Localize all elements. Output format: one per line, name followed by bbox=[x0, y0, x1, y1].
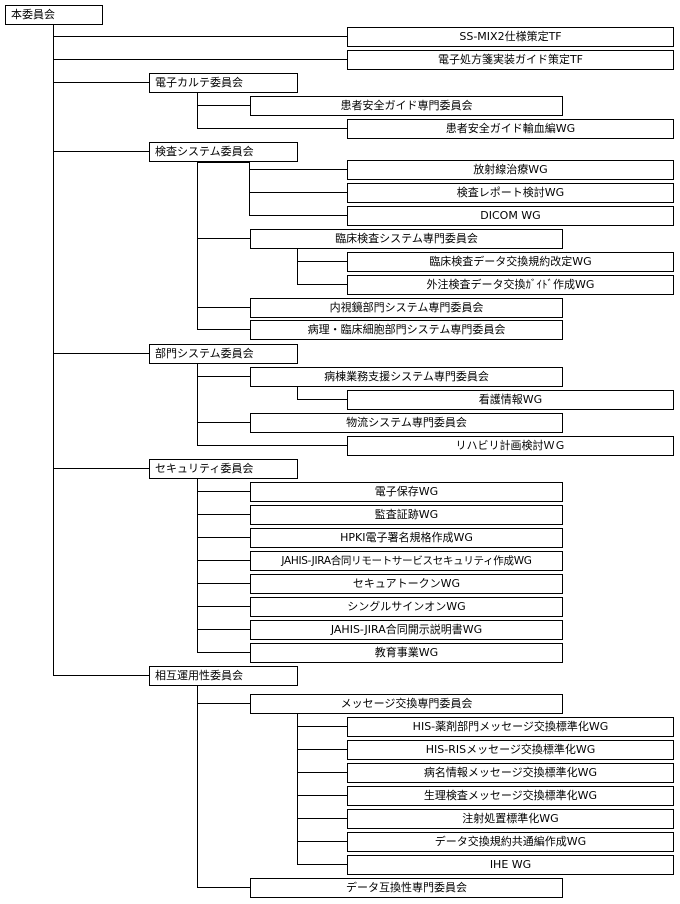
subcommittee-node: 臨床検査システム専門委員会 bbox=[250, 229, 563, 249]
working-group-node: セキュアトークンWG bbox=[250, 574, 563, 594]
working-group-node: シングルサインオンWG bbox=[250, 597, 563, 617]
subcommittee-node: 病理・臨床細胞部門システム専門委員会 bbox=[250, 320, 563, 340]
working-group-node: 看護情報WG bbox=[347, 390, 674, 410]
working-group-node: 注射処置標準化WG bbox=[347, 809, 674, 829]
working-group-node: 放射線治療WG bbox=[347, 160, 674, 180]
working-group-node: 臨床検査データ交換規約改定WG bbox=[347, 252, 674, 272]
working-group-node: 病名情報メッセージ交換標準化WG bbox=[347, 763, 674, 783]
committee-node: 検査システム委員会 bbox=[149, 142, 298, 162]
working-group-node: HPKI電子署名規格作成WG bbox=[250, 528, 563, 548]
working-group-node: HIS-RISメッセージ交換標準化WG bbox=[347, 740, 674, 760]
working-group-node: DICOM WG bbox=[347, 206, 674, 226]
subcommittee-node: 物流システム専門委員会 bbox=[250, 413, 563, 433]
committee-node: 相互運用性委員会 bbox=[149, 666, 298, 686]
working-group-node: JAHIS-JIRA合同開示説明書WG bbox=[250, 620, 563, 640]
subcommittee-node: 病棟業務支援システム専門委員会 bbox=[250, 367, 563, 387]
committee-node: セキュリティ委員会 bbox=[149, 459, 298, 479]
working-group-node: IHE WG bbox=[347, 855, 674, 875]
working-group-node: リハビリ計画検討ＷＧ bbox=[347, 436, 674, 456]
subcommittee-node: データ互換性専門委員会 bbox=[250, 878, 563, 898]
working-group-node: 生理検査メッセージ交換標準化WG bbox=[347, 786, 674, 806]
working-group-node: 監査証跡WG bbox=[250, 505, 563, 525]
task-force-node: SS-MIX2仕様策定TF bbox=[347, 27, 674, 47]
subcommittee-node: メッセージ交換専門委員会 bbox=[250, 694, 563, 714]
root-node: 本委員会 bbox=[5, 5, 103, 25]
working-group-node: 電子保存WG bbox=[250, 482, 563, 502]
committee-node: 電子カルテ委員会 bbox=[149, 73, 298, 93]
working-group-node: 教育事業WG bbox=[250, 643, 563, 663]
committee-node: 部門システム委員会 bbox=[149, 344, 298, 364]
working-group-node: 患者安全ガイド輸血編WG bbox=[347, 119, 674, 139]
subcommittee-node: 内視鏡部門システム専門委員会 bbox=[250, 298, 563, 318]
working-group-node: 外注検査データ交換ｶﾞｲﾄﾞ作成WG bbox=[347, 275, 674, 295]
task-force-node: 電子処方箋実装ガイド策定TF bbox=[347, 50, 674, 70]
subcommittee-node: 患者安全ガイド専門委員会 bbox=[250, 96, 563, 116]
working-group-node: HIS-薬剤部門メッセージ交換標準化WG bbox=[347, 717, 674, 737]
working-group-node: JAHIS-JIRA合同リモートサービスセキュリティ作成WG bbox=[250, 551, 563, 571]
working-group-node: データ交換規約共通編作成WG bbox=[347, 832, 674, 852]
working-group-node: 検査レポート検討WG bbox=[347, 183, 674, 203]
